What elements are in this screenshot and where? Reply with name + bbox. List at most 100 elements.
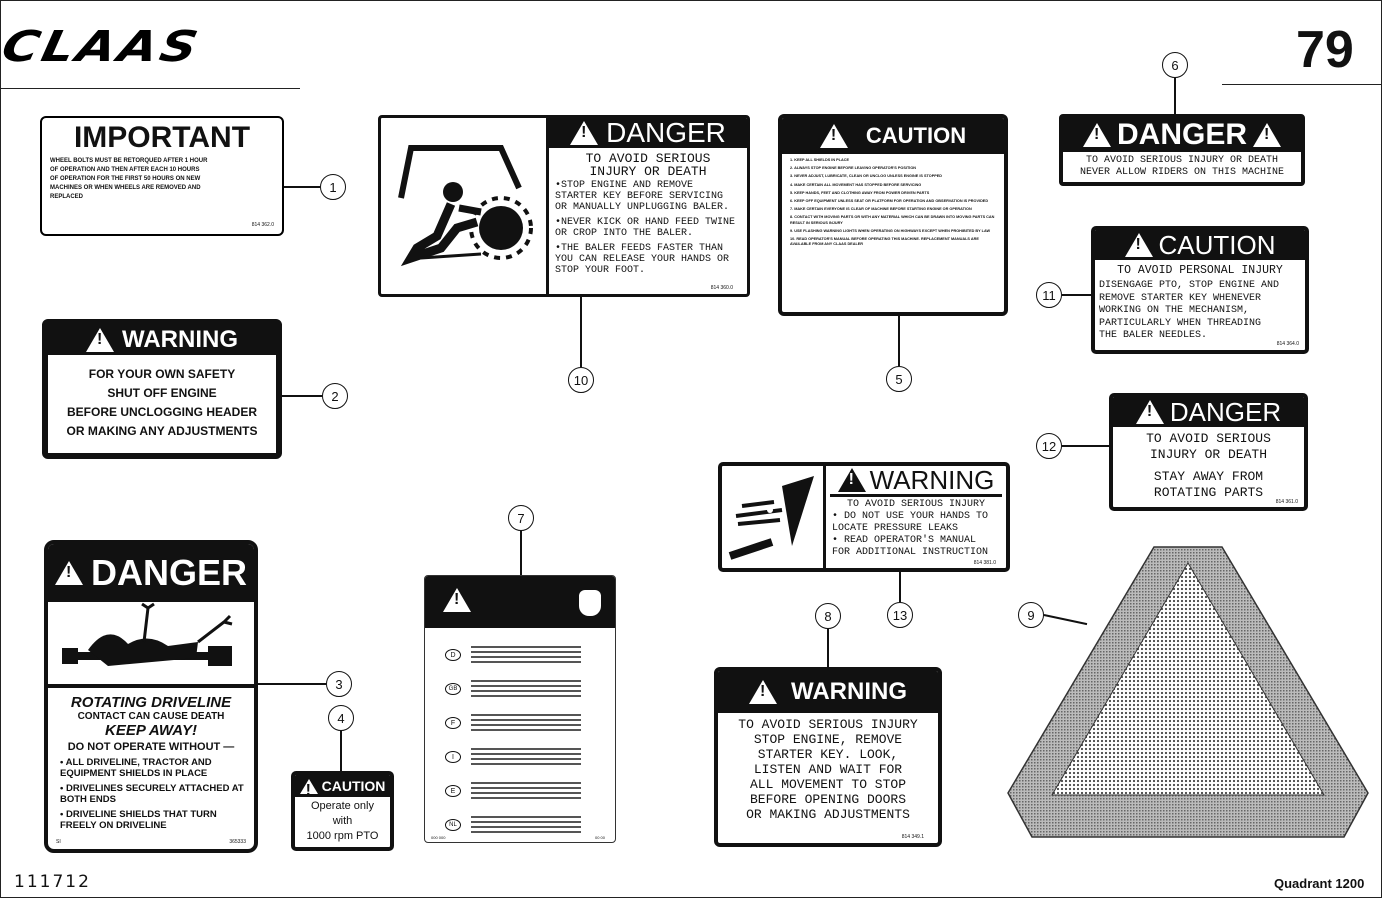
brand-logo: CLAAS — [0, 22, 205, 72]
leader-line — [1174, 78, 1176, 114]
warning-triangle-icon — [1135, 400, 1164, 424]
decal-warning-doors: WARNING TO AVOID SERIOUS INJURY STOP ENG… — [714, 667, 942, 847]
callout-9: 9 — [1018, 602, 1044, 628]
decal-line: FOR YOUR OWN SAFETY — [88, 367, 236, 381]
decal-line: PARTICULARLY WHEN THREADING — [1099, 317, 1262, 329]
header-rule — [0, 88, 300, 89]
decal-line: NEVER ALLOW RIDERS ON THIS MACHINE — [1079, 167, 1285, 178]
decal-bullet: •STOP ENGINE AND REMOVE STARTER KEY BEFO… — [555, 180, 730, 213]
feeding-hazard-icon — [398, 145, 533, 267]
model-name: Quadrant 1200 — [1274, 876, 1365, 891]
lang-row: NL — [445, 808, 607, 842]
warning-triangle-icon — [819, 124, 848, 148]
decal-bullet: •NEVER KICK OR HAND FEED TWINE OR CROP I… — [555, 217, 736, 239]
decal-line: LISTEN AND WAIT FOR — [753, 762, 903, 777]
callout-6: 6 — [1162, 52, 1188, 78]
warning-triangle-icon — [54, 561, 83, 585]
decal-item: 1. KEEP ALL SHIELDS IN PLACE — [790, 158, 850, 162]
callout-3: 3 — [326, 671, 352, 697]
leader-line — [1062, 294, 1091, 296]
decal-title: DANGER — [1169, 396, 1282, 427]
decal-bullet: • DO NOT USE YOUR HANDS TO LOCATE PRESSU… — [832, 511, 989, 534]
leader-line — [284, 186, 320, 188]
lang-row: F — [445, 706, 607, 740]
warning-triangle-icon — [443, 588, 471, 612]
decal-warning-header: WARNING FOR YOUR OWN SAFETY SHUT OFF ENG… — [42, 319, 282, 459]
decal-code: 814 349.1 — [901, 834, 924, 840]
warning-triangle-icon — [749, 680, 777, 704]
decal-code: 814 381.0 — [973, 560, 996, 566]
decal-line: WHEEL BOLTS MUST BE RETORQUED AFTER 1 HO… — [50, 158, 208, 164]
decal-line: REPLACED — [50, 194, 84, 200]
lang-badge: I — [445, 751, 461, 763]
decal-line: OF OPERATION AND THEN AFTER EACH 10 HOUR… — [50, 167, 200, 173]
warning-triangle-icon — [837, 468, 866, 492]
leader-line — [1062, 445, 1109, 447]
slow-moving-vehicle-icon — [1007, 546, 1369, 838]
decal-line: OR MAKING ANY ADJUSTMENTS — [66, 424, 258, 438]
decal-item: 9. USE FLASHING WARNING LIGHTS WHEN OPER… — [790, 228, 991, 233]
callout-2: 2 — [322, 383, 348, 409]
lang-text-block — [471, 680, 581, 698]
decal-subtitle: ROTATING DRIVELINE — [70, 694, 232, 711]
lang-text-block — [471, 782, 581, 800]
decal-code: 814 362.0 — [251, 222, 274, 228]
decal-line: DISENGAGE PTO, STOP ENGINE AND — [1099, 280, 1280, 291]
callout-10: 10 — [568, 367, 594, 393]
warning-triangle-icon — [1082, 123, 1111, 147]
lang-text-block — [471, 748, 581, 766]
decal-bullet: • DRIVELINE SHIELDS THAT TURN FREELY ON … — [60, 809, 217, 831]
callout-8: 8 — [815, 603, 841, 629]
leader-line — [282, 395, 322, 397]
leader-line — [520, 531, 522, 575]
driveline-pictogram — [48, 602, 254, 688]
warning-triangle-icon — [570, 121, 599, 145]
decal-item: 8. CONTACT WITH MOVING PARTS OR WITH ANY… — [790, 215, 995, 225]
lang-row: E — [445, 774, 607, 808]
decal-title: CAUTION — [321, 778, 386, 794]
lang-badge: GB — [445, 683, 461, 695]
decal-code: SI — [56, 839, 61, 845]
decal-line: ALL MOVEMENT TO STOP — [749, 777, 907, 792]
decal-title: WARNING — [791, 678, 907, 705]
decal-line: ROTATING PARTS — [1153, 485, 1264, 500]
decal-title: DANGER — [1116, 118, 1247, 151]
decal-line: MACHINES OR WHEN WHEELS ARE REMOVED AND — [50, 185, 201, 191]
decal-line: OF OPERATION FOR THE FIRST 50 HOURS ON N… — [50, 176, 201, 182]
decal-contact: CONTACT CAN CAUSE DEATH — [77, 711, 225, 722]
decal-line: BEFORE OPENING DOORS — [749, 792, 907, 807]
decal-title: CAUTION — [865, 123, 967, 148]
warning-triangle-icon — [1253, 123, 1281, 147]
decal-line: SHUT OFF ENGINE — [107, 386, 217, 400]
decal-item: 3. NEVER ADJUST, LUBRICATE, CLEAN OR UNC… — [790, 174, 943, 179]
lang-text-block — [471, 646, 581, 664]
decal-line: INJURY OR DEATH — [589, 164, 707, 179]
lang-row: D — [445, 638, 607, 672]
lang-row: I — [445, 740, 607, 774]
decal-multilingual: D GB F I E NL 000 000 00 00 — [424, 575, 616, 843]
lang-text-block — [471, 816, 581, 834]
decal-line: REMOVE STARTER KEY WHENEVER — [1099, 292, 1262, 304]
leader-line — [899, 572, 901, 602]
leader-line — [898, 316, 900, 366]
callout-1: 1 — [320, 174, 346, 200]
decal-warning-pressure: WARNING TO AVOID SERIOUS INJURY • DO NOT… — [718, 462, 1010, 572]
entanglement-icon — [62, 602, 233, 666]
decal-danger-rotating: DANGER TO AVOID SERIOUS INJURY OR DEATH … — [1109, 393, 1308, 511]
lang-badge: NL — [445, 819, 461, 831]
decal-keep-away: KEEP AWAY! — [105, 722, 197, 739]
decal-line: TO AVOID SERIOUS INJURY — [738, 717, 918, 732]
decal-header-band — [425, 576, 615, 628]
lang-row: GB — [445, 672, 607, 706]
decal-title: CAUTION — [1158, 229, 1276, 260]
decal-line: INJURY OR DEATH — [1149, 447, 1268, 462]
decal-line: STAY AWAY FROM — [1153, 469, 1264, 484]
decal-line: Operate only — [311, 800, 374, 812]
hand-icon — [579, 590, 601, 616]
leader-line — [827, 629, 829, 667]
page-number: 79 — [1296, 21, 1354, 79]
decal-danger-riders: DANGER TO AVOID SERIOUS INJURY OR DEATH … — [1059, 114, 1305, 186]
smv-emblem — [1004, 543, 1372, 841]
decal-bullet: • ALL DRIVELINE, TRACTOR AND EQUIPMENT S… — [60, 757, 212, 779]
warning-triangle-icon — [299, 778, 318, 800]
